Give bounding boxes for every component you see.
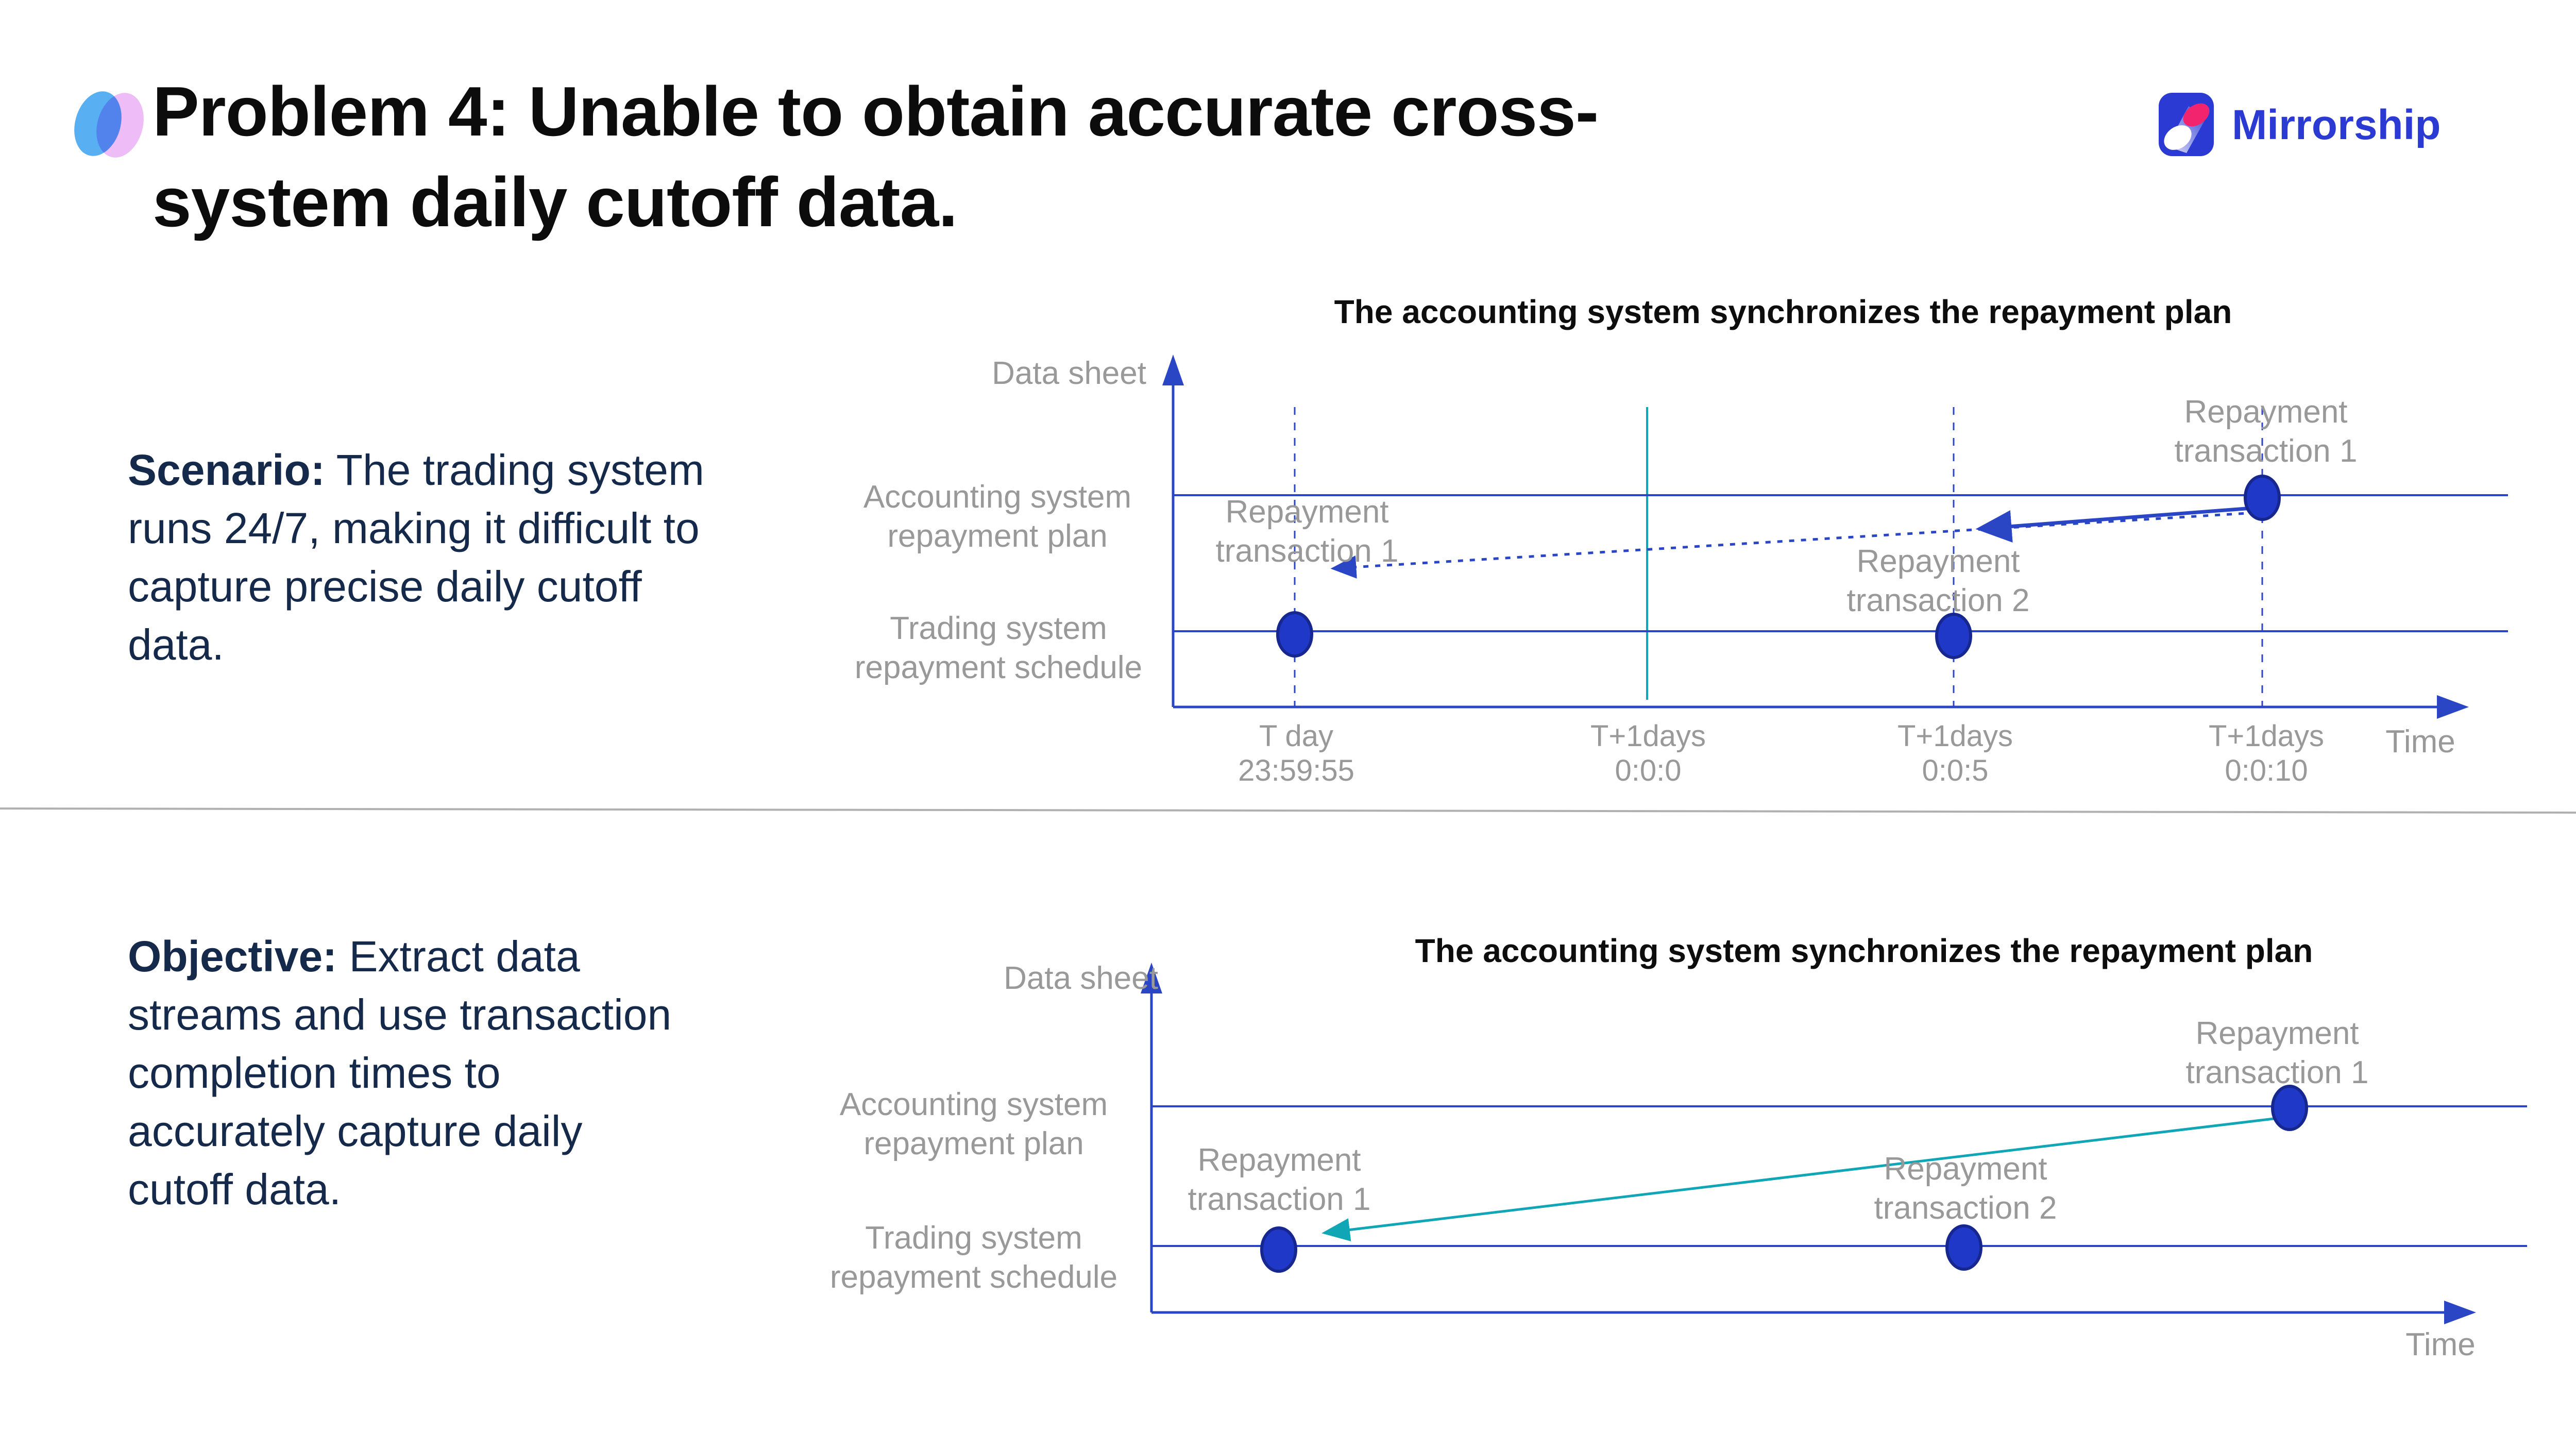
- trading-dot-1: [1260, 1226, 1297, 1273]
- bottom-x-axis-label: Time: [2405, 1327, 2476, 1362]
- tick-t1-0010: T+1days 0:0:10: [2208, 719, 2325, 787]
- top-point-label-1: Repayment transaction 1: [1215, 494, 1399, 569]
- tick-tday: T day 23:59:55: [1238, 719, 1354, 787]
- scenario-body: The trading system runs 24/7, making it …: [128, 446, 704, 669]
- top-point-label-2: Repayment transaction 2: [1846, 544, 2030, 618]
- bottom-point-label-1: Repayment transaction 1: [1188, 1142, 1371, 1217]
- top-accounting-row-label: Accounting system repayment plan: [863, 479, 1132, 554]
- bottom-point-label-3: Repayment transaction 1: [2185, 1016, 2369, 1090]
- top-trading-row-label: Trading system repayment schedule: [854, 611, 1143, 685]
- trading-dot-2: [1945, 1224, 1982, 1271]
- objective-label: Objective:: [128, 932, 337, 981]
- trading-dot-2: [1935, 613, 1972, 659]
- top-point-label-3: Repayment transaction 1: [2174, 394, 2358, 469]
- tick-t1-005: T+1days 0:0:5: [1897, 719, 2013, 787]
- bottom-diagram-title: The accounting system synchronizes the r…: [1415, 932, 2313, 969]
- bottom-trading-row-label: Trading system repayment schedule: [829, 1220, 1118, 1295]
- bottom-y-axis-label: Data sheet: [1004, 961, 1158, 996]
- sync-dashed-arrow: [1330, 511, 2256, 579]
- top-x-axis-label: Time: [2385, 724, 2455, 760]
- objective-body: Extract data streams and use transaction…: [128, 932, 672, 1214]
- scenario-text: Scenario: The trading system runs 24/7, …: [128, 441, 1004, 674]
- top-diagram: [1162, 355, 2508, 719]
- y-axis-arrow-icon: [1141, 963, 1162, 993]
- sync-teal-arrow: [1321, 1116, 2287, 1241]
- mirrorship-logo-icon: [2159, 93, 2214, 156]
- objective-text: Objective: Extract data streams and use …: [128, 928, 1004, 1219]
- x-axis-arrow-icon: [2437, 695, 2469, 719]
- section-divider: [0, 807, 2576, 814]
- trading-dot-1: [1276, 611, 1313, 658]
- bottom-diagram: [1141, 963, 2527, 1324]
- scenario-label: Scenario:: [128, 446, 325, 494]
- x-axis-arrow-icon: [2444, 1301, 2476, 1324]
- bottom-accounting-row-label: Accounting system repayment plan: [839, 1087, 1108, 1161]
- top-diagram-title: The accounting system synchronizes the r…: [1334, 293, 2232, 330]
- logo-white-ellipse: [2164, 125, 2192, 150]
- y-axis-arrow-icon: [1162, 355, 1184, 385]
- title-bullet-icon: [74, 91, 144, 158]
- brand-name: Mirrorship: [2232, 102, 2441, 148]
- logo-pink-ellipse: [2183, 103, 2210, 127]
- accounting-dot-1: [2244, 475, 2281, 521]
- bottom-point-label-2: Repayment transaction 2: [1874, 1151, 2057, 1226]
- tick-t1-000: T+1days 0:0:0: [1590, 719, 1706, 787]
- top-y-axis-label: Data sheet: [992, 356, 1146, 391]
- sync-solid-arrow: [1975, 506, 2260, 543]
- page-title: Problem 4: Unable to obtain accurate cro…: [152, 72, 1599, 241]
- accounting-dot-1: [2271, 1085, 2308, 1131]
